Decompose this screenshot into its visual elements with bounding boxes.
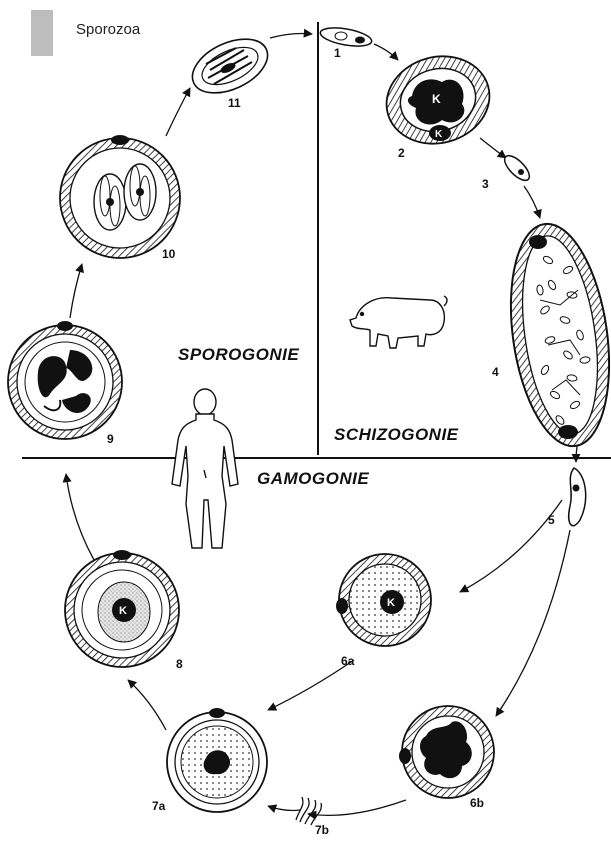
arrow-11-to-1 bbox=[270, 34, 312, 39]
stage-3-merozoite bbox=[501, 152, 534, 185]
phase-label-gamogonie: GAMOGONIE bbox=[257, 469, 369, 488]
stage-label-2: 2 bbox=[398, 146, 405, 160]
stage-label-10: 10 bbox=[162, 247, 176, 261]
stage-label-7a: 7a bbox=[152, 799, 166, 813]
human-figure-icon bbox=[172, 389, 238, 548]
phase-label-sporogonie: SPOROGONIE bbox=[178, 345, 299, 364]
stage-10-sporocysts bbox=[60, 135, 180, 258]
arrow-5-to-6a bbox=[460, 500, 562, 592]
header-title: Sporozoa bbox=[76, 21, 141, 38]
stage-label-11: 11 bbox=[228, 96, 241, 110]
arrow-7a-to-8 bbox=[128, 680, 166, 730]
stage-label-1: 1 bbox=[334, 46, 341, 60]
pig-icon bbox=[350, 296, 447, 348]
stage-8-oocyst: K bbox=[65, 550, 179, 667]
arrow-3-to-4 bbox=[524, 186, 540, 218]
stage-label-4: 4 bbox=[492, 365, 499, 379]
stage-label-6a: 6a bbox=[341, 654, 355, 668]
stage-label-8: 8 bbox=[176, 657, 183, 671]
stage-7b-microgametes bbox=[296, 797, 321, 825]
stage-1-sporozoite bbox=[319, 25, 373, 50]
arrow-1-to-2 bbox=[374, 44, 398, 60]
stage-4-schizont bbox=[498, 218, 611, 453]
arrow-10-to-11 bbox=[166, 88, 190, 136]
stage-11-sporocyst bbox=[184, 28, 276, 103]
stage-label-7b: 7b bbox=[315, 823, 329, 837]
stage-label-3: 3 bbox=[482, 177, 489, 191]
arrow-8-to-9 bbox=[66, 474, 94, 560]
nucleus-k-label: K bbox=[435, 129, 443, 140]
arrow-5-to-6b bbox=[496, 530, 570, 716]
stage-9-sporoblasts bbox=[8, 321, 122, 439]
stage-label-5: 5 bbox=[548, 513, 555, 527]
stage-6a-macrogamont: K bbox=[336, 554, 431, 646]
header-color-bar bbox=[31, 10, 53, 56]
nucleus-k-label: K bbox=[432, 92, 441, 106]
nucleus-k-label: K bbox=[119, 605, 127, 617]
stage-label-6b: 6b bbox=[470, 796, 484, 810]
nucleus-k-label: K bbox=[387, 597, 395, 609]
stage-label-9: 9 bbox=[107, 432, 114, 446]
phase-label-schizogonie: SCHIZOGONIE bbox=[334, 425, 459, 444]
arrow-9-to-10 bbox=[70, 264, 82, 318]
stage-6b-microgamont bbox=[399, 706, 494, 798]
arrow-6b-to-7b bbox=[308, 800, 406, 815]
stage-7a-macrogamete bbox=[167, 708, 267, 812]
arrow-2-to-3 bbox=[480, 138, 506, 158]
stage-5-merozoite bbox=[569, 468, 586, 526]
arrow-7b-to-7a bbox=[268, 806, 300, 811]
